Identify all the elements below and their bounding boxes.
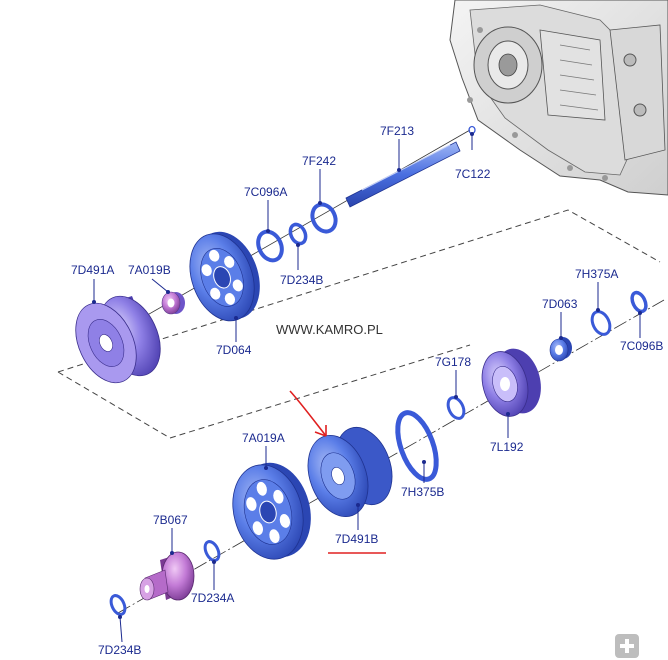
part-7D063-bushing: [549, 337, 572, 362]
part-7B067-hub: [139, 551, 195, 601]
assembly-outline: [57, 209, 661, 439]
label-7G178: 7G178: [435, 355, 471, 369]
leader-dots: [92, 132, 642, 619]
part-7C096A-ring: [256, 229, 284, 263]
label-7C096B: 7C096B: [620, 339, 663, 353]
part-labels: 7F213 7C122 7F242 7C096A 7D234B 7D491A 7…: [71, 124, 663, 657]
part-7A019A-wheel: [232, 462, 311, 560]
axis-lines: [94, 129, 665, 614]
part-7D234A-washer: [203, 540, 221, 562]
label-7A019B: 7A019B: [128, 263, 171, 277]
label-7D234A: 7D234A: [191, 591, 234, 605]
part-7D491B-drum: [307, 426, 393, 518]
plus-icon[interactable]: [615, 634, 639, 658]
transmission-housing: [449, 0, 668, 196]
leader-lines: [93, 134, 641, 643]
part-7D064-wheel: [189, 231, 260, 322]
label-7D234B-bottom: 7D234B: [98, 643, 141, 657]
part-7D491A-drum: [75, 295, 161, 384]
label-7H375B: 7H375B: [401, 485, 444, 499]
label-7C122: 7C122: [455, 167, 491, 181]
label-7A019A: 7A019A: [242, 431, 285, 445]
label-7H375A: 7H375A: [575, 267, 618, 281]
label-7D491A: 7D491A: [71, 263, 114, 277]
part-7C096B-ring: [630, 290, 648, 314]
label-7D063: 7D063: [542, 297, 578, 311]
part-7F242-ring: [310, 202, 338, 234]
highlight-annotation: [289, 390, 386, 554]
part-7H375A-ring: [590, 310, 612, 336]
label-7B067: 7B067: [153, 513, 188, 527]
part-7L192-carrier: [481, 348, 541, 417]
watermark: WWW.KAMRO.PL: [276, 322, 383, 337]
part-7F213-shaft: [345, 141, 461, 208]
label-7L192: 7L192: [490, 440, 524, 454]
label-7C096A: 7C096A: [244, 185, 287, 199]
part-7A019B-bearing: [161, 291, 185, 315]
label-7D064: 7D064: [216, 343, 252, 357]
part-7H375B-ring: [395, 410, 439, 482]
label-7D491B: 7D491B: [335, 532, 378, 546]
part-7D234B-washer-bottom: [109, 594, 127, 616]
part-7G178-ring: [446, 396, 466, 420]
label-7F213: 7F213: [380, 124, 414, 138]
part-7D234B-washer-top: [288, 222, 308, 246]
label-7F242: 7F242: [302, 154, 336, 168]
label-7D234B-top: 7D234B: [280, 273, 323, 287]
